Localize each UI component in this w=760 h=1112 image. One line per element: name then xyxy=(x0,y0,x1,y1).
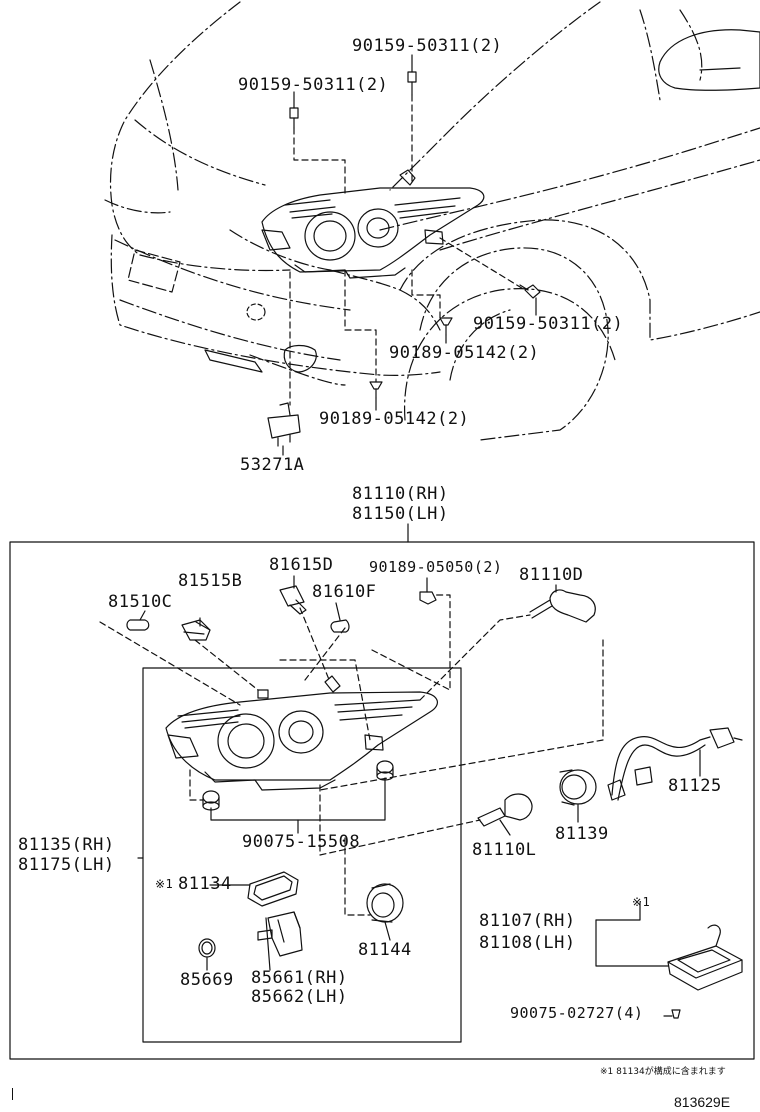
label-cap: 81139 xyxy=(555,824,609,844)
ballast-screw-icon xyxy=(671,1009,681,1019)
bulb-b-icon xyxy=(181,619,211,641)
label-bulb-f: 81610F xyxy=(312,582,377,602)
ballast-icon xyxy=(667,924,743,991)
seal-icon xyxy=(366,883,404,923)
actuator-icon xyxy=(257,911,303,957)
cap-icon xyxy=(559,769,597,806)
installed-headlamp xyxy=(261,169,485,279)
drawing-code: 813629E xyxy=(674,1094,731,1110)
label-bulb-b: 81515B xyxy=(178,571,243,591)
margin-tick xyxy=(12,1088,13,1100)
headlamp-unit-drawing xyxy=(165,675,438,791)
bolt-top-icon xyxy=(407,71,417,96)
clip-mid-icon xyxy=(439,317,453,336)
clip-low-icon xyxy=(369,381,383,399)
label-assy-rh: 81110(RH) xyxy=(352,484,449,504)
wheel-arch xyxy=(404,288,616,421)
label-oring: 85669 xyxy=(180,970,234,990)
socket-d-icon xyxy=(279,585,307,615)
label-clip-low: 90189-05142(2) xyxy=(319,409,470,429)
label-screw-ballast: 90075-02727(4) xyxy=(510,1004,644,1022)
footnote: ※1 81134が構成に含まれます xyxy=(600,1067,726,1077)
o-ring-icon xyxy=(198,938,216,958)
label-clip-mid: 90189-05142(2) xyxy=(389,343,540,363)
label-bulb-c: 81510C xyxy=(108,592,173,612)
bolt-right-icon xyxy=(519,284,541,299)
bulb-c-icon xyxy=(126,619,150,631)
label-seal: 81144 xyxy=(358,940,412,960)
assembly-dashed-leaders xyxy=(99,594,604,916)
label-unit-lh: 81175(LH) xyxy=(18,855,115,875)
grommet-left-icon xyxy=(202,790,220,811)
label-ballast-rh: 81107(RH) xyxy=(479,911,576,931)
label-sensor: 53271A xyxy=(240,455,305,475)
label-bolt-left: 90159-50311(2) xyxy=(238,75,389,95)
bulb-d-icon xyxy=(529,589,596,623)
label-grommet: 90075-15508 xyxy=(242,832,361,852)
bulb-l-icon xyxy=(477,793,533,827)
label-gasket-mark: ※1 xyxy=(155,877,174,891)
label-gasket: 81134 xyxy=(178,874,232,894)
screw-grommet-icon xyxy=(419,591,437,605)
label-ballast-lh: 81108(LH) xyxy=(479,933,576,953)
label-actuator-rh: 85661(RH) xyxy=(251,968,348,988)
height-sensor-icon xyxy=(267,402,301,447)
unit-frame xyxy=(142,667,462,1043)
vehicle-body-outline xyxy=(104,1,760,441)
label-actuator-lh: 85662(LH) xyxy=(251,987,348,1007)
bulb-f-icon xyxy=(330,619,350,633)
assembly-leader-lines xyxy=(137,575,701,1017)
label-socket-d: 81615D xyxy=(269,555,334,575)
label-assy-lh: 81150(LH) xyxy=(352,504,449,524)
top-leader-lines xyxy=(289,94,526,406)
label-wire: 81125 xyxy=(668,776,722,796)
assembly-frame xyxy=(9,541,755,1060)
gasket-icon xyxy=(247,871,299,907)
label-bulb-d: 81110D xyxy=(519,565,584,585)
label-screw-grommet: 90189-05050(2) xyxy=(369,558,503,576)
label-unit-rh: 81135(RH) xyxy=(18,835,115,855)
bumper-details xyxy=(127,249,317,373)
label-ballast-mark: ※1 xyxy=(632,895,651,909)
side-mirror xyxy=(658,29,760,91)
bolt-left-icon xyxy=(289,107,299,129)
wire-harness-icon xyxy=(607,727,743,801)
label-bolt-top: 90159-50311(2) xyxy=(352,36,503,56)
top-callout-lines xyxy=(282,54,537,543)
label-bolt-right: 90159-50311(2) xyxy=(473,314,624,334)
label-bulb-l: 81110L xyxy=(472,840,537,860)
